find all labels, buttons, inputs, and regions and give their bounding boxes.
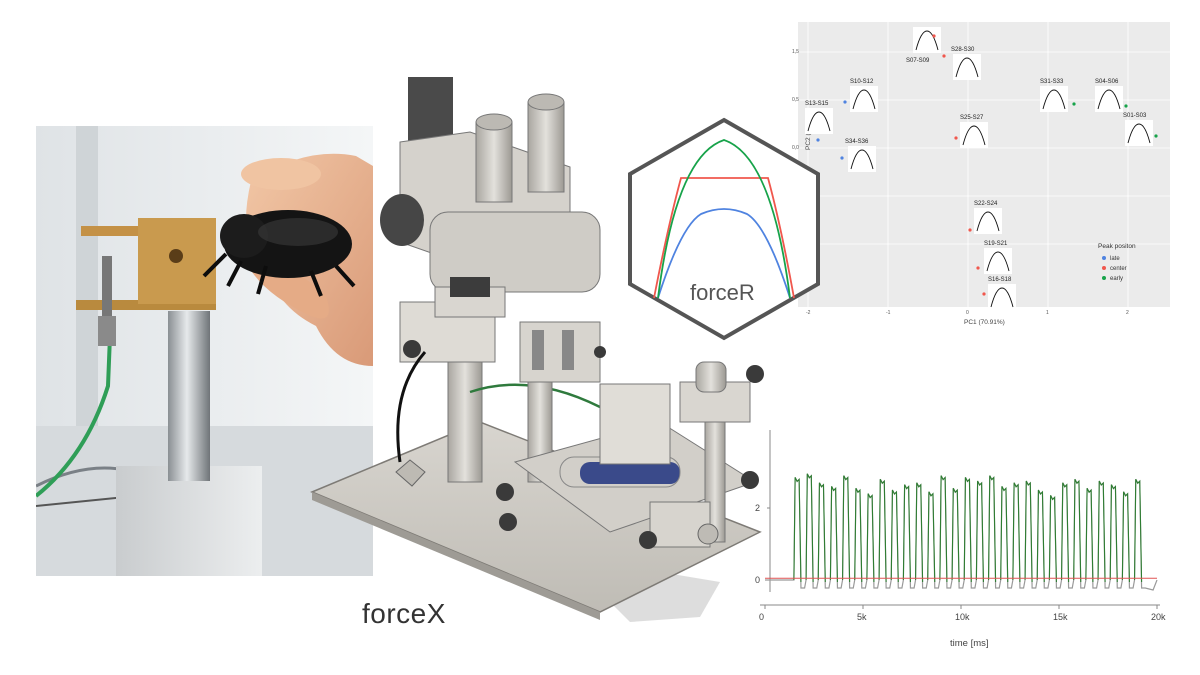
svg-text:0: 0 (966, 310, 969, 316)
pca-point (840, 156, 844, 160)
svg-text:0,0: 0,0 (792, 145, 799, 151)
x-tick-5k: 5k (857, 612, 867, 622)
pca-point (942, 54, 946, 58)
pca-point (1072, 102, 1076, 106)
x-axis-label: time [ms] (950, 638, 989, 649)
pca-thumbnail-curve (1127, 123, 1151, 144)
pca-thumbnail-curve (990, 287, 1014, 308)
pca-segment-label: S10-S12 (850, 79, 874, 85)
pca-point (968, 228, 972, 232)
pca-point (1124, 104, 1128, 108)
pca-thumbnail-curve (976, 211, 1000, 232)
pca-legend: Peak positon late center early (1098, 243, 1136, 282)
pca-plot: 1,5 0,5 0,0 -2 -1 0 1 2 PC1 (70.91%) PC2… (792, 22, 1170, 326)
trace-green-series (793, 473, 1143, 583)
beetle-photo (36, 126, 373, 576)
pca-thumbnail-curve (850, 149, 874, 170)
legend-late: late (1110, 256, 1120, 262)
pca-segment-label: S04-S06 (1095, 79, 1119, 85)
pca-segment-label: S22-S24 (974, 201, 998, 207)
pca-thumbnail-curve (986, 251, 1010, 272)
pca-segment-label: S01-S03 (1123, 113, 1147, 119)
svg-text:0,5: 0,5 (792, 97, 799, 103)
pca-thumbnail-curve (1042, 89, 1066, 110)
svg-text:-1: -1 (886, 310, 891, 316)
pca-point (982, 292, 986, 296)
pca-segment-label: S31-S33 (1040, 79, 1064, 85)
pca-segment-label: S19-S21 (984, 241, 1008, 247)
pca-segment-label: S25-S27 (960, 115, 984, 121)
pca-segment-label: S16-S18 (988, 277, 1012, 283)
pca-thumbnail-curve (915, 30, 939, 51)
legend-marker-center (1102, 266, 1106, 270)
forcex-device-render (310, 77, 764, 622)
svg-text:1: 1 (1046, 310, 1049, 316)
forcer-logo: forceR (628, 117, 820, 341)
legend-center: center (1110, 266, 1127, 272)
forcer-label: forceR (690, 280, 755, 305)
pca-thumbnail-curve (1097, 89, 1121, 110)
x-tick-10k: 10k (955, 612, 970, 622)
x-tick-20k: 20k (1151, 612, 1166, 622)
pca-segment-label: S07-S09 (906, 58, 930, 64)
pca-point (1154, 134, 1158, 138)
pca-segment-label: S28-S30 (951, 47, 975, 53)
force-trace-chart: 0 2 0 5k 10k 15k 20k time [ms] (755, 430, 1166, 649)
pca-point (843, 100, 847, 104)
y-tick-2: 2 (755, 503, 760, 513)
pca-thumbnail-curve (955, 57, 979, 78)
svg-text:-2: -2 (806, 310, 811, 316)
pca-point (816, 138, 820, 142)
svg-text:1,5: 1,5 (792, 49, 799, 55)
legend-early: early (1110, 276, 1123, 282)
pca-x-label: PC1 (70.91%) (964, 319, 1005, 326)
y-tick-0: 0 (755, 575, 760, 585)
pca-thumbnail-curve (852, 89, 876, 110)
pca-point (932, 34, 936, 38)
legend-marker-early (1102, 276, 1106, 280)
x-tick-15k: 15k (1053, 612, 1068, 622)
pca-segment-label: S13-S15 (805, 101, 829, 107)
pca-segment-label: S34-S36 (845, 139, 869, 145)
forcex-label: forceX (362, 598, 446, 629)
pca-thumbnail-curve (962, 125, 986, 146)
pca-point (976, 266, 980, 270)
legend-marker-late (1102, 256, 1106, 260)
legend-title: Peak positon (1098, 243, 1136, 250)
pca-thumbnail-curve (807, 111, 831, 132)
pca-point (954, 136, 958, 140)
svg-text:2: 2 (1126, 310, 1129, 316)
x-tick-0: 0 (759, 612, 764, 622)
